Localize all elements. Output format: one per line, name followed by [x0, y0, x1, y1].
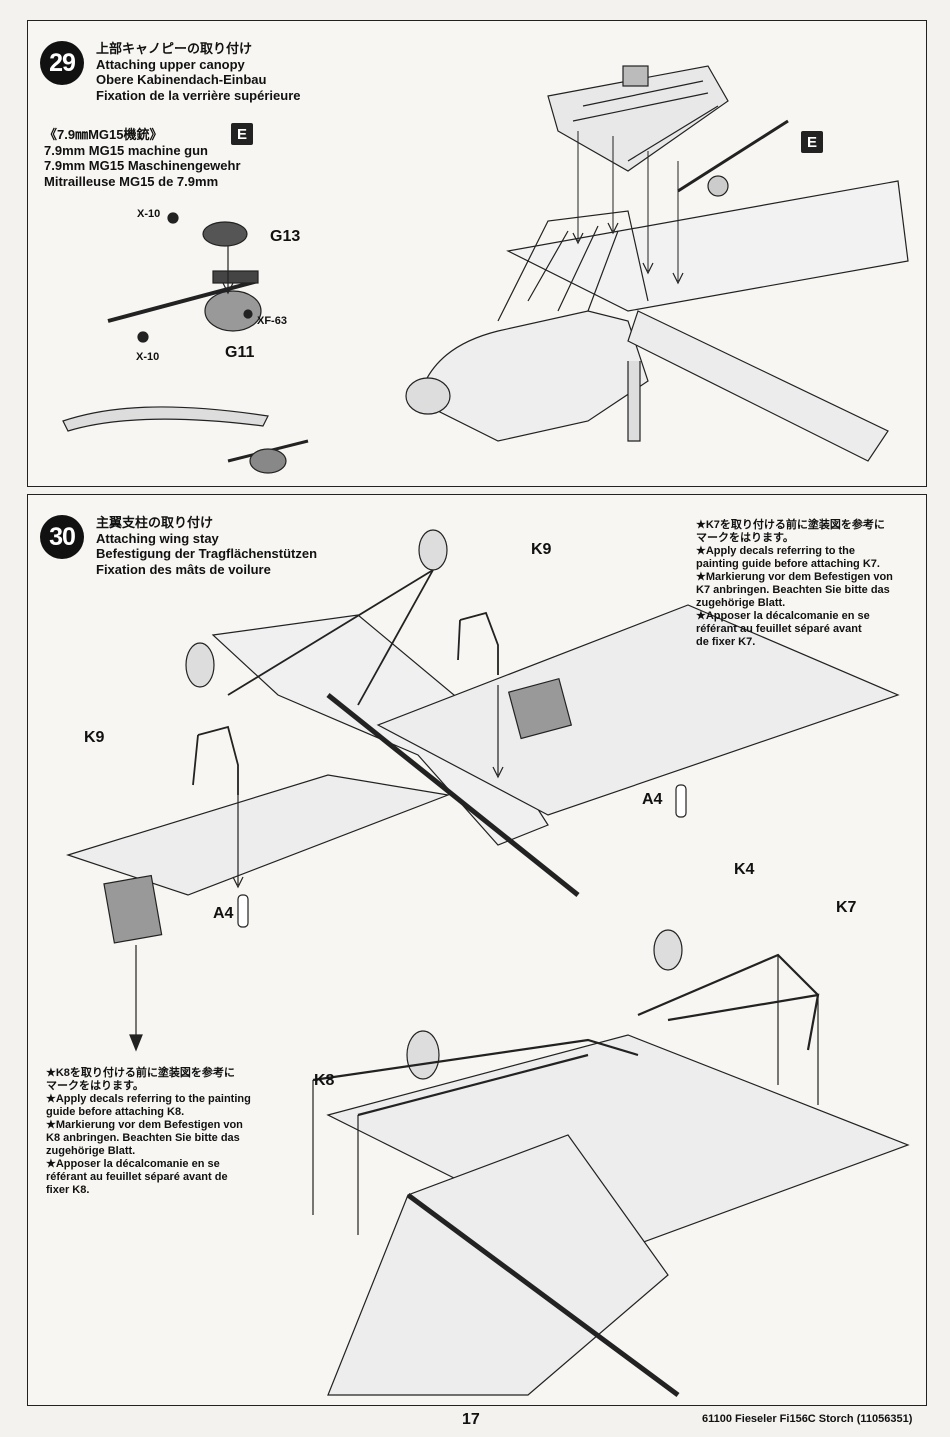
k7-decal-note: ★K7を取り付ける前に塗装図を参考に マークをはります。 ★Apply deca… — [696, 519, 893, 649]
part-label-g13: G13 — [270, 228, 301, 245]
k7-note-line: ★Markierung vor dem Befestigen von — [696, 571, 893, 583]
mg15-title-fr: Mitrailleuse MG15 de 7.9mm — [44, 173, 219, 189]
k8-note-line: ★K8を取り付ける前に塗装図を参考に — [46, 1067, 235, 1079]
k8-note-line: référant au feuillet séparé avant de — [46, 1171, 228, 1183]
k7-note-line: ★Apply decals referring to the — [696, 545, 856, 557]
page-number: 17 — [462, 1411, 480, 1428]
part-label-a4-right: A4 — [642, 791, 663, 808]
kit-code: 61100 Fieseler Fi156C Storch (11056351) — [702, 1413, 913, 1425]
step-30-title-ja: 主翼支柱の取り付け — [96, 515, 214, 530]
k7-note-line: K7 anbringen. Beachten Sie bitte das — [696, 584, 890, 596]
mg15-title-en: 7.9mm MG15 machine gun — [44, 142, 208, 158]
sprue-e-badge-main: E — [801, 131, 823, 153]
part-label-xf63: XF-63 — [257, 315, 287, 327]
step-30-titles: 主翼支柱の取り付け Attaching wing stay Befestigun… — [96, 515, 317, 577]
k8-note-line: fixer K8. — [46, 1184, 90, 1196]
k7-note-line: de fixer K7. — [696, 636, 756, 648]
mg15-title-ja: 《7.9㎜MG15機銃》 — [44, 127, 163, 142]
k7-note-line: ★K7を取り付ける前に塗装図を参考に — [696, 519, 885, 531]
k8-note-line: guide before attaching K8. — [46, 1106, 185, 1118]
k8-note-line: ★Apposer la décalcomanie en se — [46, 1158, 220, 1170]
k8-note-line: K8 anbringen. Beachten Sie bitte das — [46, 1132, 240, 1144]
step-29-panel: 29 上部キャノピーの取り付け Attaching upper canopy O… — [27, 20, 927, 487]
k8-note-line: zugehörige Blatt. — [46, 1145, 136, 1157]
k8-note-line: マークをはります。 — [46, 1080, 144, 1092]
step-29-title-en: Attaching upper canopy — [96, 56, 245, 72]
step-30-title-de: Befestigung der Tragflächenstützen — [96, 546, 318, 561]
step-30-diagram — [66, 529, 910, 1398]
part-label-k8: K8 — [314, 1072, 335, 1089]
part-label-k7: K7 — [836, 899, 857, 916]
k7-note-line: zugehörige Blatt. — [696, 597, 786, 609]
k7-note-line: ★Apposer la décalcomanie en se — [696, 610, 870, 622]
k7-note-line: マークをはります。 — [696, 532, 794, 544]
step-30-title-en: Attaching wing stay — [96, 530, 219, 546]
part-label-k9-left: K9 — [84, 729, 105, 746]
part-label-k4: K4 — [734, 861, 755, 878]
k8-note-line: ★Apply decals referring to the painting — [46, 1093, 251, 1105]
mg15-title-de: 7.9mm MG15 Maschinengewehr — [44, 158, 241, 173]
k7-note-line: référant au feuillet séparé avant — [696, 623, 862, 635]
part-label-g11: G11 — [225, 344, 255, 361]
step-number-30: 30 — [40, 515, 84, 559]
step-30-panel: 30 主翼支柱の取り付け Attaching wing stay Befesti… — [27, 494, 927, 1406]
step-29-title-fr: Fixation de la verrière supérieure — [96, 87, 301, 103]
sprue-e-badge-sub: E — [231, 123, 253, 145]
step-29-diagram — [62, 65, 909, 474]
part-label-k9-top: K9 — [531, 541, 552, 558]
step-29-title-ja: 上部キャノピーの取り付け — [96, 41, 253, 56]
step-29-title-de: Obere Kabinendach-Einbau — [96, 72, 267, 87]
part-label-x10-bottom: X-10 — [136, 351, 160, 363]
k8-note-line: ★Markierung vor dem Befestigen von — [46, 1119, 243, 1131]
k8-decal-note: ★K8を取り付ける前に塗装図を参考に マークをはります。 ★Apply deca… — [46, 1067, 251, 1197]
step-29-titles: 上部キャノピーの取り付け Attaching upper canopy Ober… — [96, 41, 300, 103]
step-30-title-fr: Fixation des mâts de voilure — [96, 561, 271, 577]
part-label-a4-left: A4 — [213, 905, 234, 922]
step-number-29: 29 — [40, 41, 84, 85]
mg15-titles: 《7.9㎜MG15機銃》 7.9mm MG15 machine gun 7.9m… — [44, 127, 241, 189]
k7-note-line: painting guide before attaching K7. — [696, 558, 880, 570]
part-label-x10-top: X-10 — [137, 208, 161, 220]
